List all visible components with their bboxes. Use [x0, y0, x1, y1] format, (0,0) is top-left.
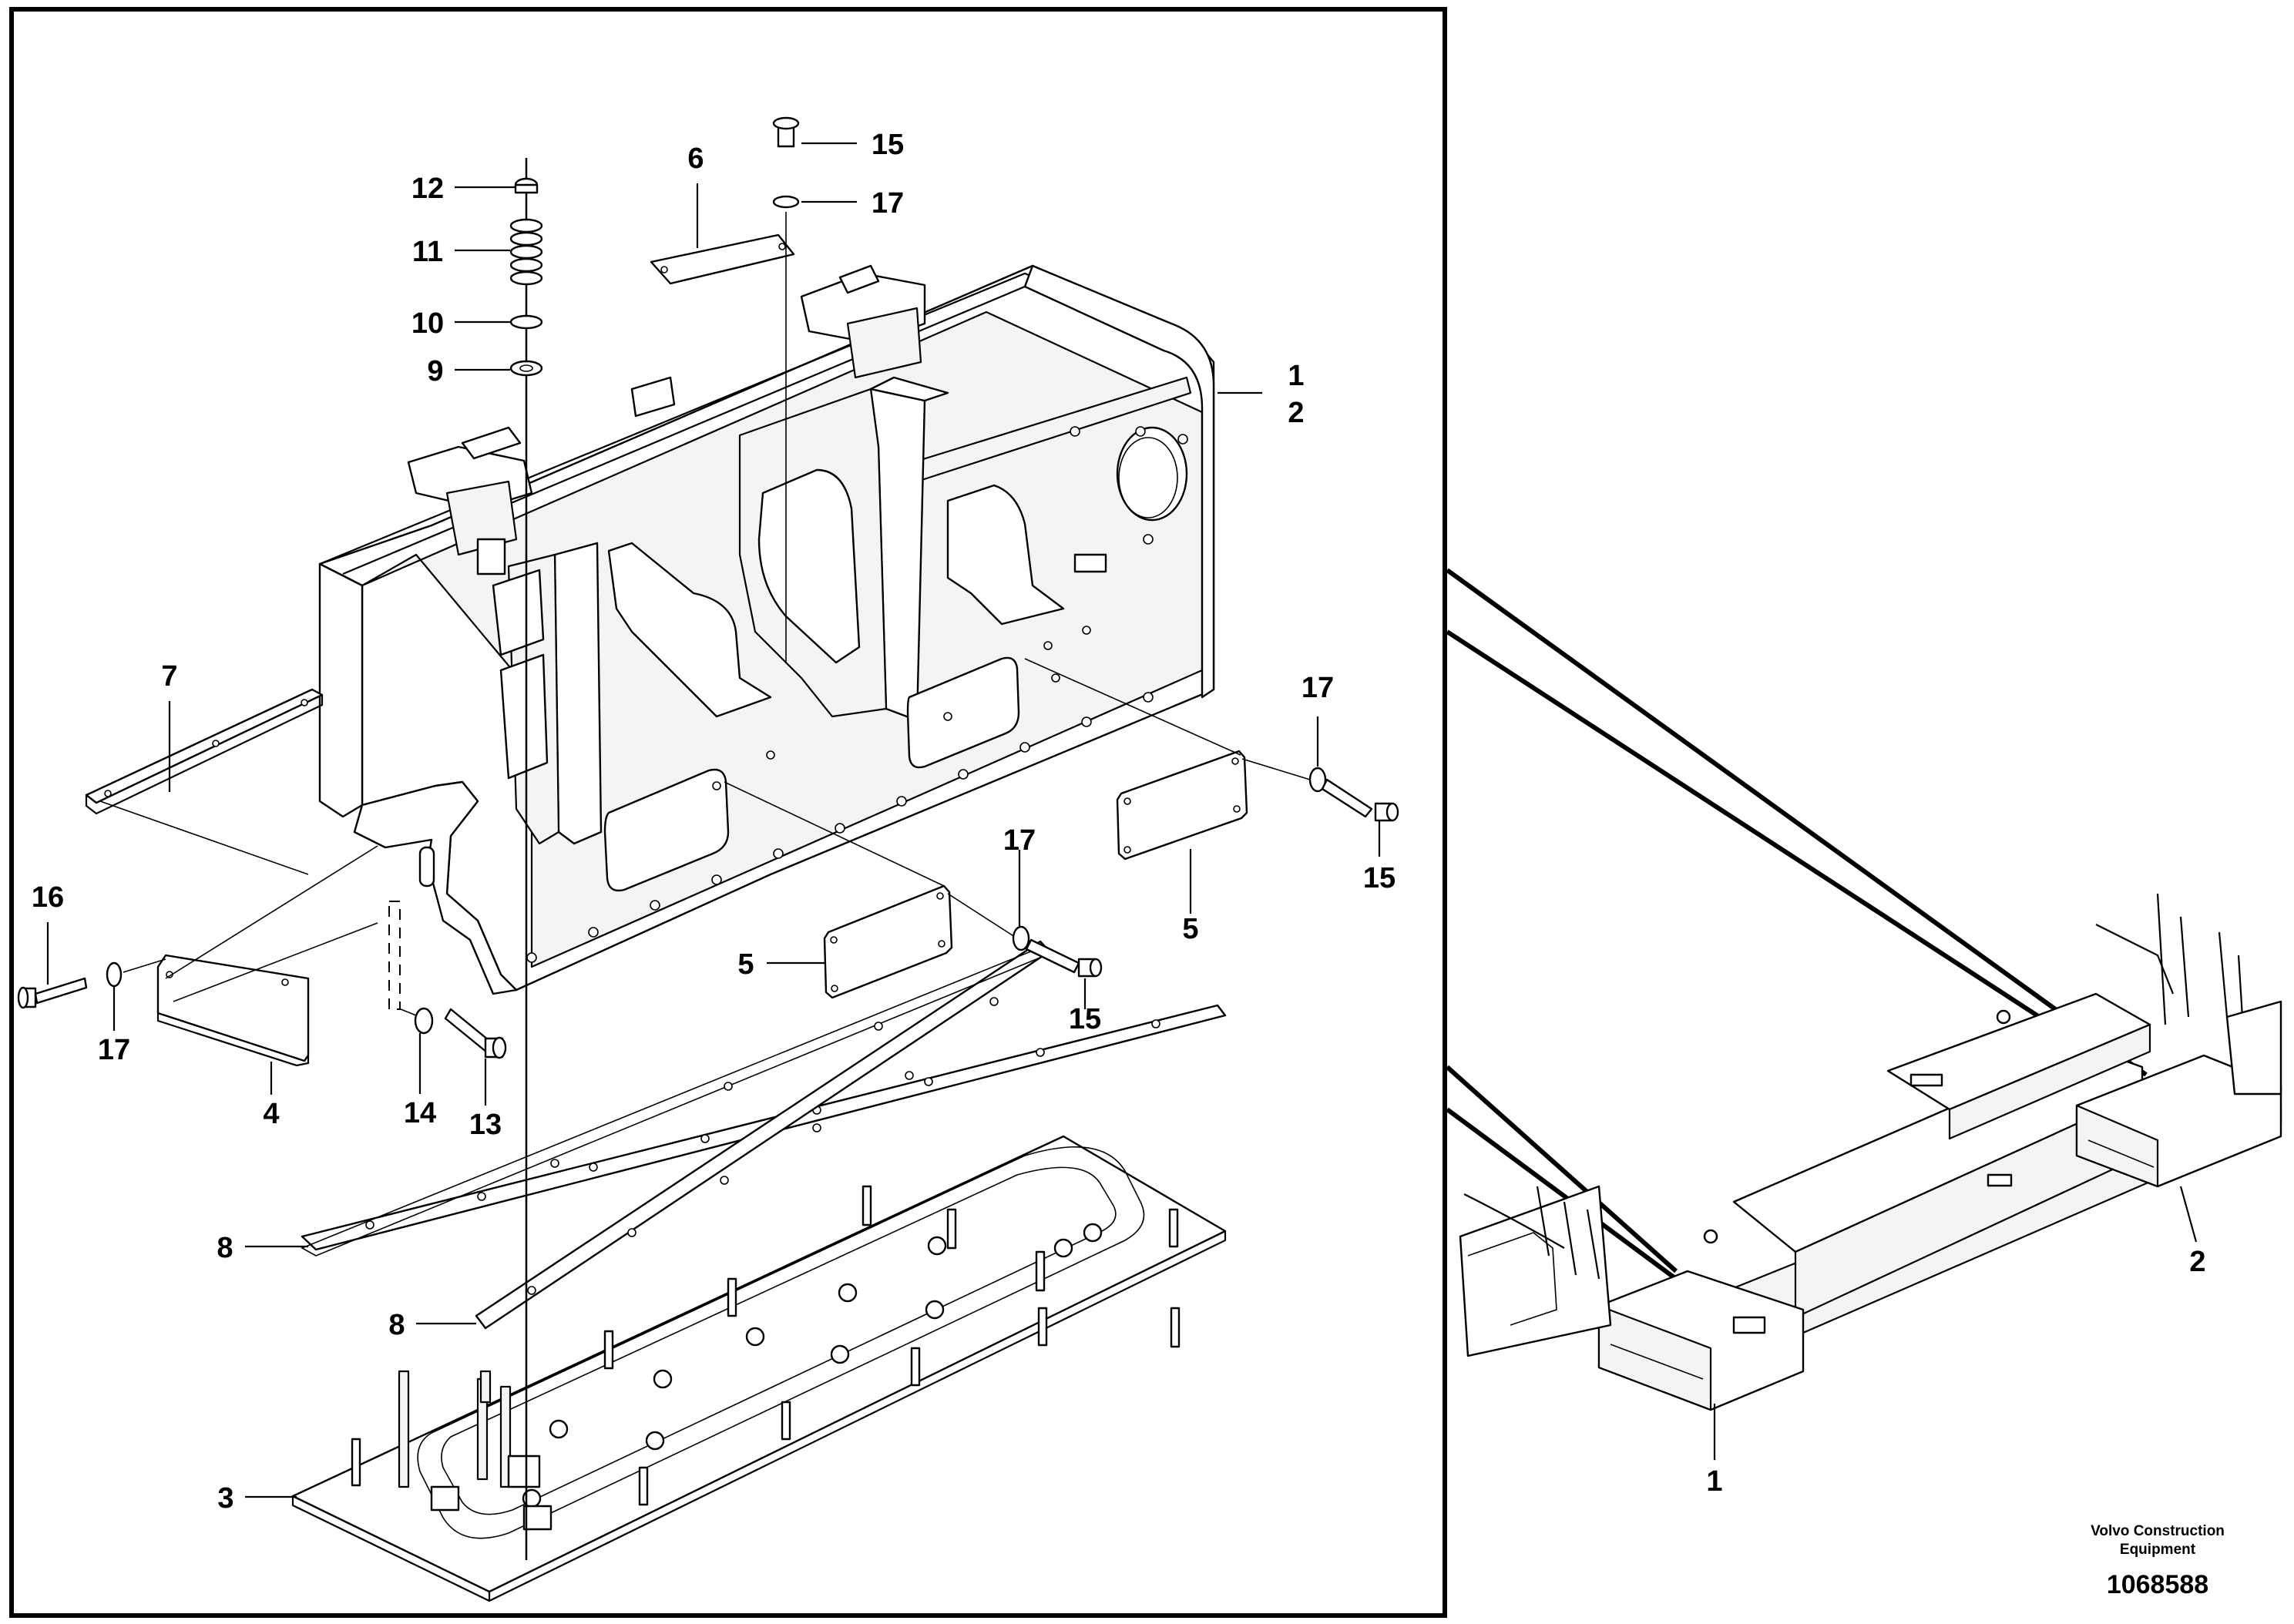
heating-elements [398, 1370, 553, 1531]
callout-10: 10 [411, 307, 444, 340]
callout-15-top: 15 [872, 129, 904, 161]
callout-17-right: 17 [1302, 672, 1334, 704]
spring-washers-11 [509, 218, 543, 286]
callout-12: 12 [411, 173, 444, 205]
brand-line-1: Volvo Construction [2091, 1523, 2225, 1539]
cover-plate-6 [650, 116, 800, 663]
strip-7 [85, 688, 324, 875]
washer-17-left [106, 961, 123, 988]
callout-8-lower: 8 [388, 1309, 405, 1341]
washer-17-top [772, 195, 800, 209]
callout-2: 2 [1288, 397, 1304, 429]
callout-11: 11 [412, 236, 443, 268]
callout-17-left: 17 [98, 1034, 130, 1066]
bolt-16 [17, 958, 166, 1009]
tube-clamps [522, 1223, 1103, 1508]
washer-14 [414, 1007, 434, 1035]
callout-5-center: 5 [737, 948, 754, 981]
callout-9: 9 [427, 355, 443, 388]
washer-9 [509, 360, 543, 377]
callout-14: 14 [404, 1097, 436, 1129]
tie-rod-assembly [509, 158, 543, 1560]
callout-15-center: 15 [1069, 1003, 1101, 1035]
washer-10 [509, 314, 543, 330]
callout-5-right: 5 [1182, 913, 1198, 945]
title-block: Volvo Construction Equipment 1068588 [2091, 1523, 2225, 1599]
document-number: 1068588 [2107, 1570, 2208, 1599]
overview-machine [1459, 893, 2282, 1411]
overview-callout-2: 2 [2189, 1246, 2205, 1278]
cover-plate-4 [156, 845, 401, 1067]
callout-labels: 12 11 10 9 6 15 17 1 2 7 17 15 5 17 5 15… [32, 129, 1396, 1515]
washer-17-center [1012, 925, 1030, 951]
callout-1: 1 [1288, 360, 1304, 392]
screed-frame-body [318, 264, 1215, 995]
cover-plate-5-right [1024, 658, 1399, 861]
leader-lines [46, 142, 1381, 1498]
studs [351, 1185, 1181, 1506]
callout-13: 13 [469, 1109, 502, 1141]
callout-17-center: 17 [1003, 824, 1036, 857]
callout-16: 16 [32, 881, 64, 914]
washer-17-right [1308, 767, 1327, 793]
callout-6: 6 [687, 143, 704, 175]
callout-8-upper: 8 [217, 1232, 233, 1264]
brand-line-2: Equipment [2120, 1542, 2196, 1558]
overview-callout-1: 1 [1706, 1465, 1722, 1498]
overview-leaders: 1 2 [1706, 1186, 2206, 1498]
callout-7: 7 [161, 660, 177, 693]
callout-17-top: 17 [872, 187, 904, 220]
bolt-13 [400, 1007, 507, 1059]
callout-3: 3 [217, 1482, 233, 1515]
overview-frame [1443, 568, 2148, 1616]
callout-4: 4 [263, 1098, 279, 1130]
callout-15-right: 15 [1363, 862, 1396, 894]
cover-plate-5-center [724, 781, 1103, 999]
